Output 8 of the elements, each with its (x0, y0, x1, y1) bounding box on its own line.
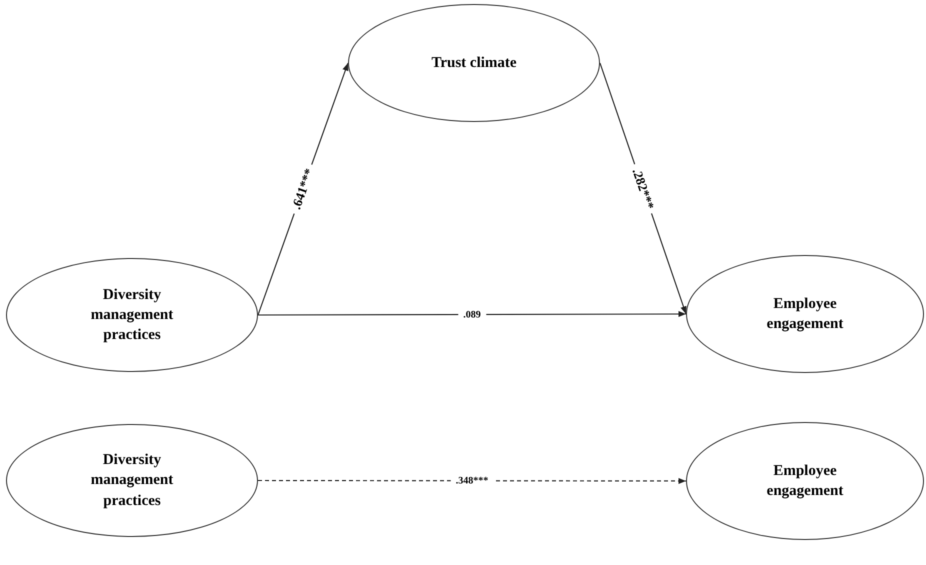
node-label: Employee engagement (766, 294, 844, 334)
edge-label: .089 (458, 308, 486, 321)
node-label: Employee engagement (766, 462, 844, 501)
arrow (258, 310, 686, 318)
node-label: Diversity management practices (90, 286, 174, 346)
node-label: Diversity management practices (90, 451, 174, 511)
node-label: Trust climate (431, 54, 517, 73)
arrow (258, 478, 686, 484)
